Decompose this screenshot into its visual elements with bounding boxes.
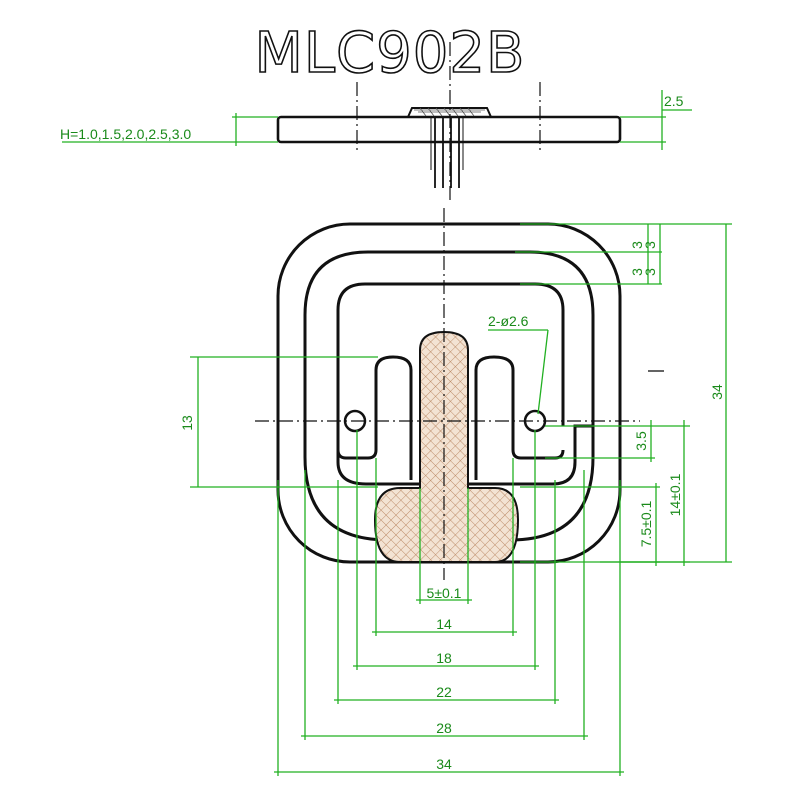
pad-to-hole-label: 14±0.1 [667,473,683,516]
strain-gauge-paddle [373,330,520,563]
gap-label-3: 3 [629,268,645,276]
gap-label-1: 3 [629,241,645,249]
hole-offset-label: 3.5 [633,431,649,451]
lead-wires [430,118,464,188]
drawing-title: MLC902B [255,21,526,86]
side-plate [276,115,622,144]
thickness-label: 2.5 [664,93,684,109]
width-22-label: 22 [436,684,452,700]
middle-ring-upper [303,250,595,457]
slot-height-label: 13 [179,415,195,431]
gap-label-4: 3 [642,268,658,276]
overall-height-label: 34 [709,384,725,400]
height-label: H=1.0,1.5,2.0,2.5,3.0 [60,126,191,142]
width-18-label: 18 [436,650,452,666]
top-view [255,208,664,580]
right-slot [474,355,565,480]
gap-label-2: 3 [642,241,658,249]
width-14-label: 14 [436,616,452,632]
dimensions: 3 3 3 3 2-ø2.6 13 3.5 7.5±0.1 14±0.1 34 [179,223,732,776]
width-28-label: 28 [436,720,452,736]
neck-width-label: 5±0.1 [427,585,462,601]
left-slot [336,355,413,480]
hole-callout: 2-ø2.6 [488,313,529,329]
side-view: H=1.0,1.5,2.0,2.5,3.0 2.5 [60,42,692,200]
width-34-label: 34 [436,756,452,772]
lower-pad-label: 7.5±0.1 [638,500,654,547]
